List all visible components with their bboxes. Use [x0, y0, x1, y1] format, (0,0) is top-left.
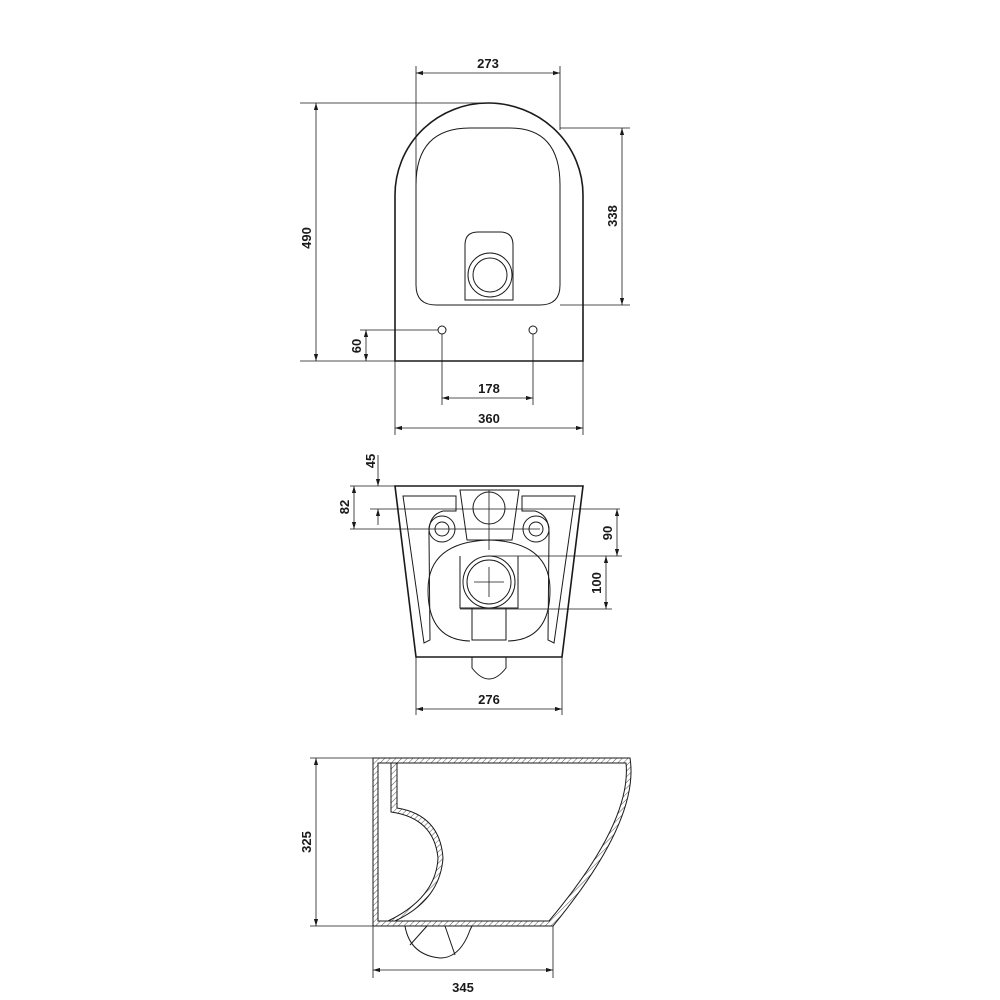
side-view: 325 345 — [299, 757, 632, 995]
spigot — [471, 657, 507, 680]
mounting-hole-right — [528, 325, 538, 335]
section-wall — [372, 757, 632, 927]
dim-82: 82 — [337, 500, 352, 514]
seat-opening — [415, 127, 561, 306]
outlet-housing — [464, 231, 514, 301]
dim-60: 60 — [349, 339, 364, 353]
tank-channel — [459, 489, 520, 541]
dim-276: 276 — [478, 692, 500, 707]
dim-338: 338 — [605, 205, 620, 227]
bowl-outline — [394, 102, 584, 362]
dim-90: 90 — [600, 526, 615, 540]
dim-490: 490 — [299, 227, 314, 249]
outlet-circle — [466, 559, 512, 605]
dim-45: 45 — [363, 454, 378, 468]
outlet-ring — [467, 252, 513, 298]
dim-100: 100 — [589, 572, 604, 594]
back-view: 45 82 90 100 276 — [337, 454, 622, 715]
outlet-circle — [472, 257, 508, 293]
dim-273: 273 — [477, 56, 499, 71]
back-inner-left — [402, 495, 457, 644]
back-inner-right — [521, 495, 576, 644]
section-inner-wall — [387, 762, 444, 922]
dim-178: 178 — [478, 381, 500, 396]
dim-325: 325 — [299, 831, 314, 853]
dim-360: 360 — [478, 411, 500, 426]
spigot — [404, 925, 473, 959]
top-view: 273 490 338 60 178 360 — [299, 56, 630, 435]
dim-345: 345 — [452, 980, 474, 995]
mounting-hole-left — [437, 325, 447, 335]
